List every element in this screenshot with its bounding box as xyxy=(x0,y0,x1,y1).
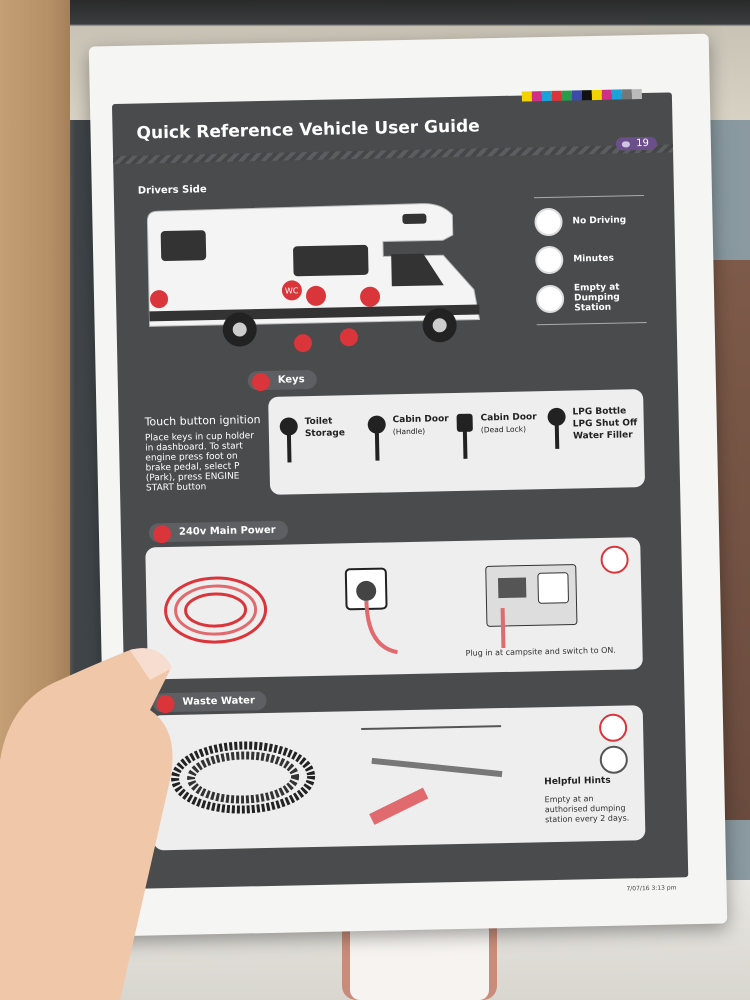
power-cable-icon xyxy=(164,576,268,644)
power-panel: Plug in at campsite and switch to ON. xyxy=(145,537,643,680)
keys-panel: Toilet Storage Cabin Door(Handle) Cabin … xyxy=(268,389,646,495)
dumping-station-icon xyxy=(599,745,629,775)
helpful-hints-title: Helpful Hints xyxy=(544,775,611,788)
key-icon xyxy=(547,407,566,449)
page-title: Quick Reference Vehicle User Guide xyxy=(136,116,480,144)
motorhome-illustration: WC xyxy=(146,203,481,353)
laminated-sleeve: Quick Reference Vehicle User Guide 19 Dr… xyxy=(88,33,728,937)
hand xyxy=(0,648,173,1000)
key-lpg-water: LPG Bottle LPG Shut Off Water Filler xyxy=(546,405,638,455)
key-icon xyxy=(456,413,473,459)
no-driving-icon xyxy=(600,545,629,574)
key-icon xyxy=(251,372,270,392)
touch-ignition-title: Touch button ignition xyxy=(144,413,261,429)
no-driving-icon xyxy=(598,713,628,743)
lightning-icon xyxy=(152,524,172,544)
waste-outlet-icon xyxy=(361,725,503,825)
legend-item: Empty at Dumping Station xyxy=(535,282,647,314)
page-number-badge: 19 xyxy=(616,136,658,151)
waste-hose-icon xyxy=(171,741,316,814)
legend-item: Minutes xyxy=(535,244,646,275)
key-toilet-storage: Toilet Storage xyxy=(279,415,346,464)
drivers-side-label: Drivers Side xyxy=(137,184,207,197)
key-icon xyxy=(367,415,386,461)
key-cabin-door-deadlock: Cabin Door(Dead Lock) xyxy=(455,411,538,461)
power-heading: 240v Main Power xyxy=(148,520,288,544)
no-driving-icon xyxy=(534,207,563,237)
print-color-bar xyxy=(521,89,642,102)
keys-heading: Keys xyxy=(247,369,317,392)
clock-icon xyxy=(535,245,564,275)
waste-panel: Helpful Hints Empty at an authorised dum… xyxy=(150,705,646,851)
dumping-station-icon xyxy=(535,284,565,314)
legend: No Driving Minutes Empty at Dumping Stat… xyxy=(534,193,647,335)
switch-box-icon xyxy=(485,564,578,649)
power-caption: Plug in at campsite and switch to ON. xyxy=(465,645,617,658)
power-inlet-icon xyxy=(344,567,398,655)
legend-item: No Driving xyxy=(534,206,645,237)
key-cabin-door-handle: Cabin Door(Handle) xyxy=(367,413,450,463)
print-stamp: 7/07/16 3:13 pm xyxy=(626,884,677,893)
touch-ignition-text: Place keys in cup holder in dashboard. T… xyxy=(144,431,255,494)
key-icon xyxy=(279,417,298,463)
helpful-hints-text: Empty at an authorised dumping station e… xyxy=(544,794,630,825)
title-stripe xyxy=(113,144,674,165)
guide-page: Quick Reference Vehicle User Guide 19 Dr… xyxy=(111,89,689,893)
wc-marker-label: WC xyxy=(285,286,299,295)
